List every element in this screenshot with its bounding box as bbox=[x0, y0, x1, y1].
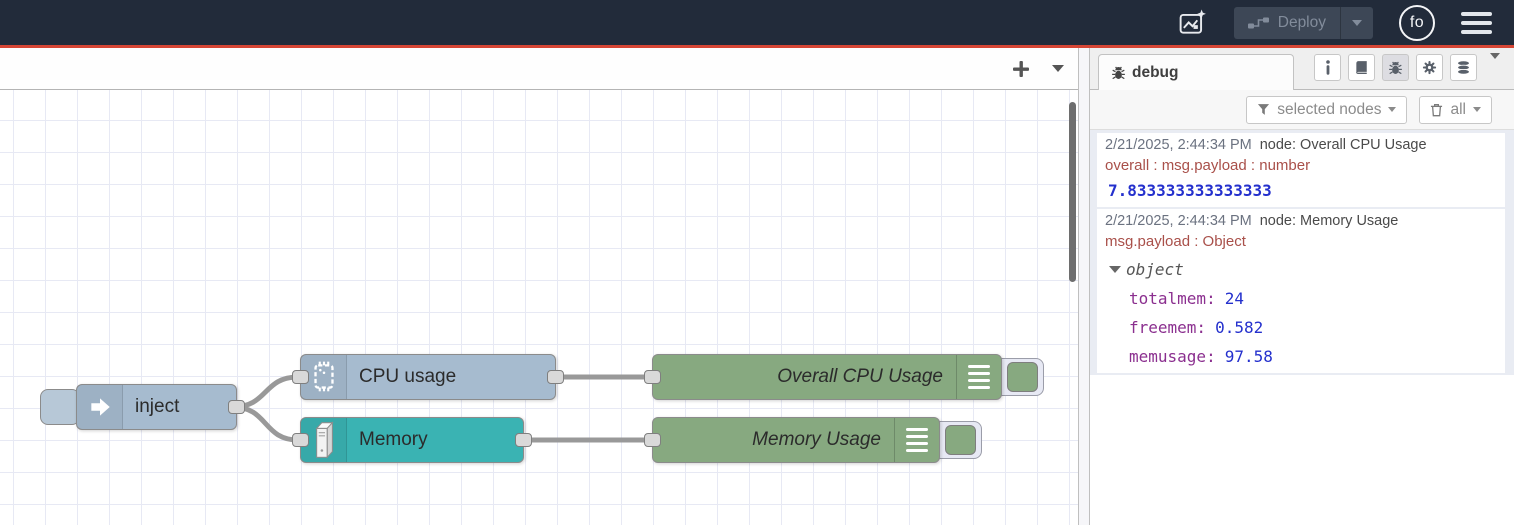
debug-console-icon bbox=[894, 418, 939, 462]
message-property-path: msg.payload : Object bbox=[1105, 233, 1246, 250]
bug-icon bbox=[1111, 65, 1126, 81]
input-port[interactable] bbox=[644, 370, 661, 384]
output-port[interactable] bbox=[228, 400, 245, 414]
message-timestamp: 2/21/2025, 2:44:34 PM bbox=[1105, 137, 1252, 153]
node-label: inject bbox=[135, 396, 180, 417]
filter-funnel-icon bbox=[1257, 103, 1270, 116]
property-value: 0.582 bbox=[1215, 318, 1264, 337]
debug-message[interactable]: 2/21/2025, 2:44:34 PM node: Overall CPU … bbox=[1097, 133, 1505, 209]
tab-debug-button[interactable] bbox=[1382, 54, 1409, 81]
property-value: 97.58 bbox=[1224, 347, 1273, 366]
sidebar: debug bbox=[1090, 48, 1514, 525]
user-avatar[interactable]: fo bbox=[1399, 4, 1435, 41]
sidebar-tabbar: debug bbox=[1090, 48, 1514, 90]
node-overall-cpu-usage[interactable]: Overall CPU Usage bbox=[644, 354, 1002, 400]
debug-message-list: 2/21/2025, 2:44:34 PM node: Overall CPU … bbox=[1090, 130, 1514, 375]
debug-message[interactable]: 2/21/2025, 2:44:34 PM node: Memory Usage… bbox=[1097, 209, 1505, 375]
input-port[interactable] bbox=[292, 433, 309, 447]
tab-info-button[interactable] bbox=[1314, 54, 1341, 81]
output-port[interactable] bbox=[547, 370, 564, 384]
message-property-path: overall : msg.payload : number bbox=[1105, 157, 1311, 174]
workspace: inject CPU usage bbox=[0, 48, 1078, 525]
main-menu-button[interactable] bbox=[1461, 11, 1492, 34]
node-cpu-usage[interactable]: CPU usage bbox=[292, 354, 564, 400]
trash-icon bbox=[1430, 103, 1443, 117]
sidebar-resize-handle[interactable] bbox=[1078, 48, 1090, 525]
sidebar-tabs-menu-button[interactable] bbox=[1490, 52, 1500, 77]
message-timestamp: 2/21/2025, 2:44:34 PM bbox=[1105, 213, 1252, 229]
object-property: totalmem: 24 bbox=[1129, 289, 1501, 308]
input-port[interactable] bbox=[292, 370, 309, 384]
debug-console-icon bbox=[956, 355, 1001, 399]
deploy-icon bbox=[1247, 17, 1269, 29]
debug-clear-button[interactable]: all bbox=[1419, 95, 1492, 124]
tab-config-button[interactable] bbox=[1416, 54, 1443, 81]
flow-canvas[interactable]: inject CPU usage bbox=[0, 90, 1078, 525]
message-value: 7.833333333333333 bbox=[1108, 181, 1272, 200]
inject-arrow-icon bbox=[77, 385, 123, 429]
node-label: Memory Usage bbox=[752, 429, 881, 450]
debug-empty-area bbox=[1090, 375, 1514, 525]
node-label: Memory bbox=[359, 429, 428, 450]
deploy-options-button[interactable] bbox=[1340, 6, 1373, 39]
debug-toolbar: selected nodes all bbox=[1090, 90, 1514, 130]
debug-filter-button[interactable]: selected nodes bbox=[1246, 95, 1408, 124]
node-memory-usage[interactable]: Memory Usage bbox=[644, 417, 940, 463]
node-label: Overall CPU Usage bbox=[777, 366, 943, 387]
object-tree-label: object bbox=[1126, 260, 1184, 279]
tab-debug-label: debug bbox=[1132, 63, 1179, 81]
output-port[interactable] bbox=[515, 433, 532, 447]
avatar-initials: fo bbox=[1409, 13, 1425, 31]
tab-debug[interactable]: debug bbox=[1098, 54, 1294, 90]
flow-tabbar bbox=[0, 48, 1078, 90]
node-label: CPU usage bbox=[359, 366, 457, 387]
property-value: 24 bbox=[1224, 289, 1244, 308]
message-source-node: node: Overall CPU Usage bbox=[1259, 137, 1427, 153]
debug-clear-label: all bbox=[1450, 100, 1466, 118]
node-memory[interactable]: Memory bbox=[292, 417, 532, 463]
collapse-caret-icon[interactable] bbox=[1109, 266, 1121, 273]
header: Deploy fo bbox=[0, 0, 1514, 48]
flow-list-button[interactable] bbox=[1052, 65, 1064, 72]
node-inject[interactable]: inject bbox=[76, 384, 245, 430]
deploy-button[interactable]: Deploy bbox=[1233, 6, 1373, 39]
add-flow-button[interactable] bbox=[1010, 58, 1032, 80]
debug-enable-toggle[interactable] bbox=[945, 425, 976, 455]
object-property: freemem: 0.582 bbox=[1129, 318, 1501, 337]
message-source-node: node: Memory Usage bbox=[1259, 213, 1399, 229]
property-key: freemem: bbox=[1129, 318, 1207, 337]
input-port[interactable] bbox=[644, 433, 661, 447]
debug-filter-label: selected nodes bbox=[1277, 100, 1382, 118]
property-key: memusage: bbox=[1129, 347, 1216, 366]
property-key: totalmem: bbox=[1129, 289, 1216, 308]
tab-context-data-button[interactable] bbox=[1450, 54, 1477, 81]
canvas-vertical-scrollbar[interactable] bbox=[1069, 102, 1076, 282]
inject-trigger-button[interactable] bbox=[40, 389, 80, 425]
deploy-label: Deploy bbox=[1277, 13, 1326, 31]
ai-assistant-icon[interactable] bbox=[1178, 9, 1208, 37]
object-property: memusage: 97.58 bbox=[1129, 347, 1501, 366]
tab-help-button[interactable] bbox=[1348, 54, 1375, 81]
debug-enable-toggle[interactable] bbox=[1007, 362, 1038, 392]
